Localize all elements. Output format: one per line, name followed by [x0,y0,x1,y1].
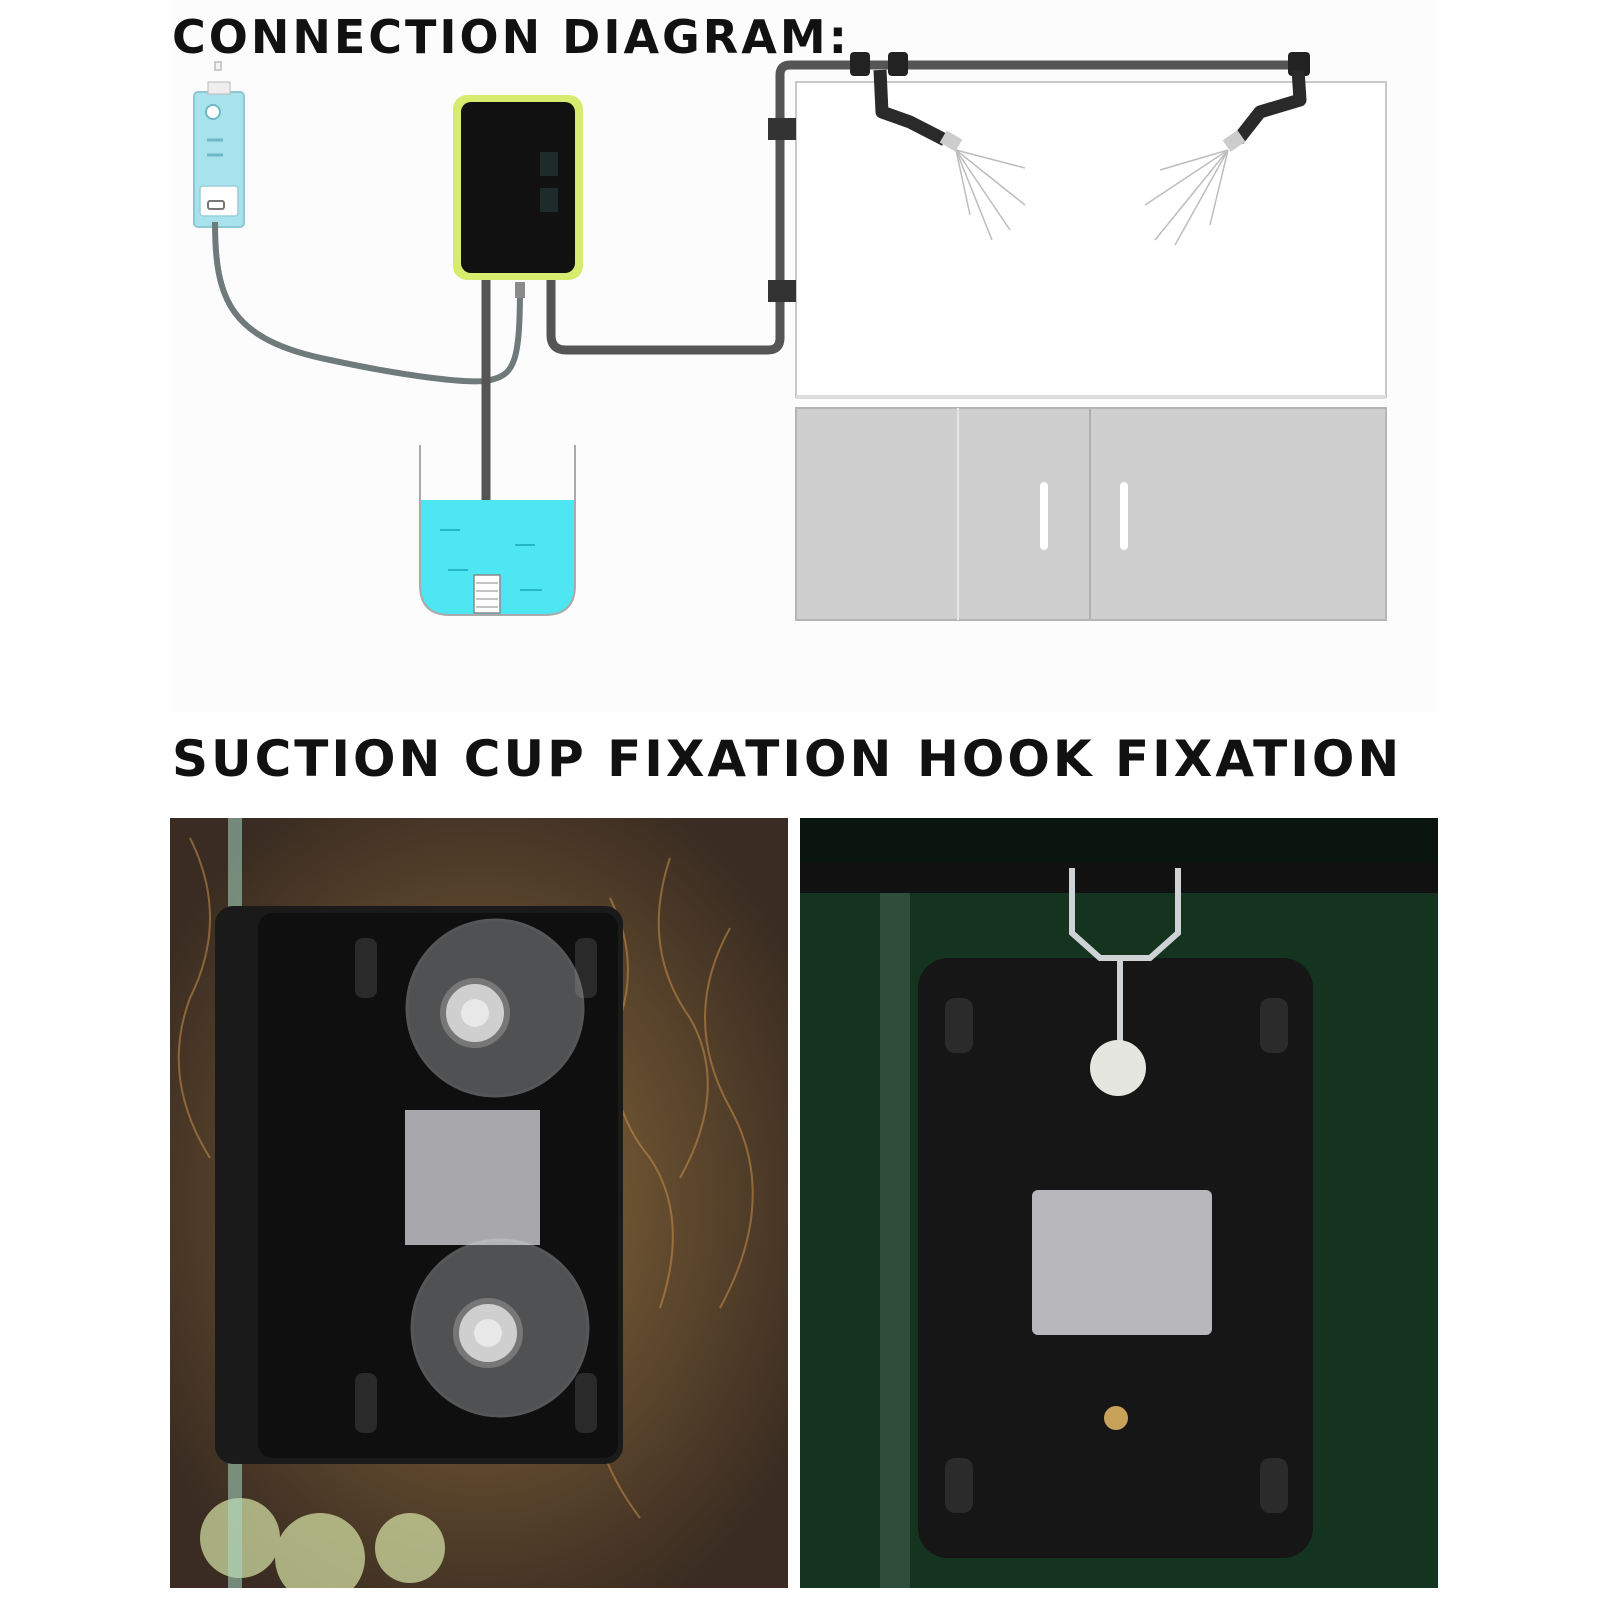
hook-fixation-heading: HOOK FIXATION [917,730,1403,788]
hook-fixation-photo [800,818,1438,1588]
mist-spray [955,149,1229,246]
mounting-hook-icon [1069,868,1181,1053]
controller-box [215,906,623,1464]
tank-cabinet [795,407,1387,621]
power-adapter-icon [193,61,245,228]
reptile-tank [768,81,1387,399]
suction-cup-heading: SUCTION CUP FIXATION [172,730,895,788]
spray-nozzle-icon [1222,52,1310,152]
thumb-screw-icon [1090,1040,1146,1096]
controller-box [918,958,1313,1558]
spray-nozzle-icon [850,52,963,152]
controller-box-icon [453,95,583,298]
suction-cup-photo [170,818,788,1588]
output-tube [546,60,1295,355]
connection-diagram [193,52,1387,621]
connection-diagram-panel [170,0,1438,712]
water-reservoir-icon [419,445,576,616]
suction-cup-icon [410,1238,590,1418]
power-cable [212,221,523,385]
suction-cup-icon [405,918,585,1098]
connection-diagram-heading: CONNECTION DIAGRAM: [172,10,850,64]
